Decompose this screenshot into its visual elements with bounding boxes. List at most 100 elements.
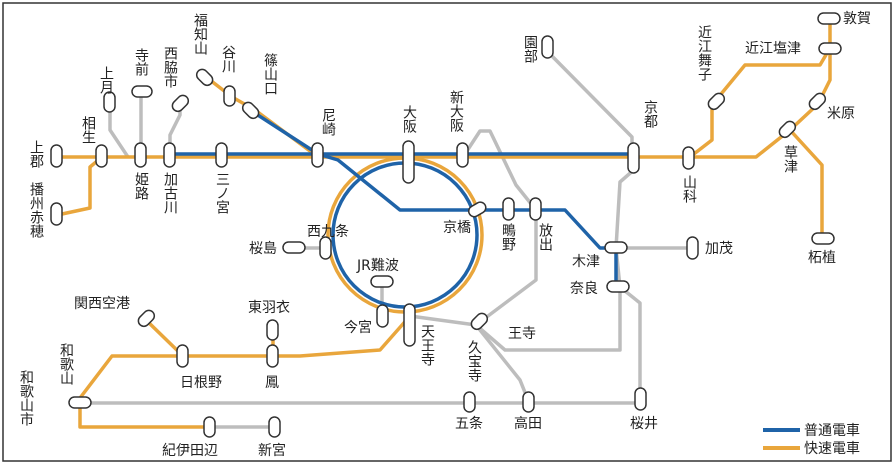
label-teramae: 寺前 — [133, 48, 149, 77]
marker-maibara[interactable] — [807, 91, 828, 112]
station-markers — [50, 12, 842, 438]
line-tennoji-oji — [409, 314, 477, 327]
marker-gojo[interactable] — [463, 391, 476, 413]
label-nara: 奈良 — [570, 281, 598, 297]
marker-tennoji[interactable] — [403, 303, 416, 347]
label-sakurajima: 桜島 — [249, 241, 277, 257]
label-higashi-hagoromo: 東羽衣 — [248, 300, 290, 316]
marker-sakurajima[interactable] — [282, 241, 306, 254]
label-kizu: 木津 — [572, 254, 600, 270]
label-osaka: 大阪 — [401, 105, 417, 133]
label-hanaten: 放出 — [537, 223, 553, 251]
label-omi-shiotsu: 近江塩津 — [745, 41, 801, 57]
label-shin-osaka: 新大阪 — [448, 90, 464, 132]
label-gojo: 五条 — [455, 415, 483, 432]
marker-oji[interactable] — [469, 311, 490, 332]
marker-sonobe[interactable] — [541, 35, 554, 59]
marker-sakurai[interactable] — [634, 387, 647, 411]
label-kyobashi: 京橋 — [443, 220, 471, 236]
marker-kusatsu[interactable] — [777, 119, 798, 140]
line-kusatsu-tsuge — [788, 128, 824, 240]
label-himeji: 姫路 — [133, 172, 149, 200]
label-tsuge: 柘植 — [808, 250, 836, 266]
line-yamashina-omimaiko — [688, 47, 832, 159]
label-kamo: 加茂 — [705, 240, 733, 257]
marker-himeji[interactable] — [134, 142, 147, 168]
station-labels: 敦賀 近江塩津 近江舞子 米原 草津 柘植 山科 京都 園部 新大阪 大阪 尼崎… — [18, 11, 871, 459]
marker-nishikujo[interactable] — [319, 236, 332, 260]
label-yamashina: 山科 — [681, 175, 697, 203]
marker-jr-namba[interactable] — [370, 275, 394, 288]
line-shinosaka-hanaten — [461, 129, 538, 212]
label-tanigawa: 谷川 — [220, 45, 236, 73]
label-omi-maiko: 近江舞子 — [696, 25, 712, 81]
line-yamashina-kusatsu — [690, 128, 792, 159]
label-kyoto: 京都 — [642, 100, 658, 128]
line-kyoto-sonobe — [544, 48, 634, 157]
marker-tanigawa[interactable] — [223, 85, 236, 107]
label-tennoji: 天王寺 — [419, 324, 435, 366]
marker-wakayama[interactable] — [68, 396, 92, 409]
marker-nishiwaki[interactable] — [170, 93, 191, 114]
marker-kamo[interactable] — [686, 236, 699, 260]
label-takada: 高田 — [514, 415, 542, 432]
legend-local-label: 普通電車 — [804, 422, 860, 439]
label-amagasaki: 尼崎 — [320, 108, 336, 136]
label-kansai-airport: 関西空港 — [74, 296, 130, 312]
line-tennoji-hanwa — [78, 314, 412, 400]
marker-fukuchiyama[interactable] — [194, 67, 215, 88]
label-shigino: 鴫野 — [500, 223, 516, 251]
marker-banshu-ako[interactable] — [50, 202, 63, 226]
label-banshu-ako: 播州赤穂 — [28, 182, 44, 238]
line-wakayama-kiitanabe — [78, 403, 210, 429]
marker-nara[interactable] — [606, 280, 630, 293]
marker-yamashina[interactable] — [682, 146, 695, 170]
marker-hineno[interactable] — [176, 344, 189, 368]
line-hanaten-kudaraji — [474, 210, 538, 327]
marker-omi-shiotsu[interactable] — [818, 42, 842, 55]
marker-kamigori[interactable] — [50, 144, 63, 168]
label-sakurai: 桜井 — [630, 416, 658, 432]
marker-shingu[interactable] — [268, 416, 281, 438]
legend: 普通電車 快速電車 — [763, 422, 860, 457]
label-fukuchiyama: 福知山 — [192, 13, 208, 55]
marker-omi-maiko[interactable] — [706, 91, 727, 112]
label-wakayamashi: 和歌山市 — [18, 370, 34, 426]
marker-kyoto[interactable] — [627, 142, 640, 174]
marker-higashi-hagoromo[interactable] — [266, 319, 279, 341]
marker-amagasaki[interactable] — [311, 142, 324, 168]
marker-tsuge[interactable] — [811, 232, 835, 245]
label-sonobe: 園部 — [522, 35, 538, 63]
marker-kozuki[interactable] — [103, 91, 116, 113]
legend-rapid-label: 快速電車 — [804, 440, 860, 457]
label-maibara: 米原 — [827, 106, 855, 122]
marker-shin-osaka[interactable] — [456, 142, 469, 168]
marker-kizu[interactable] — [604, 241, 628, 254]
marker-otori[interactable] — [266, 344, 279, 368]
marker-sasayamaguchi[interactable] — [240, 100, 261, 121]
marker-hanaten[interactable] — [529, 197, 542, 221]
marker-imamiya[interactable] — [376, 304, 389, 328]
marker-sannomiya[interactable] — [215, 142, 228, 168]
local-lines — [170, 108, 632, 309]
marker-tsuruga[interactable] — [817, 12, 841, 25]
marker-takada[interactable] — [522, 391, 535, 413]
label-kakogawa: 加古川 — [162, 172, 178, 214]
label-kii-tanabe: 紀伊田辺 — [162, 443, 218, 459]
marker-aioi[interactable] — [95, 144, 108, 168]
marker-osaka[interactable] — [402, 140, 415, 184]
label-tsuruga: 敦賀 — [843, 11, 871, 27]
marker-kansai-airport[interactable] — [136, 308, 157, 329]
marker-kakogawa[interactable] — [163, 142, 176, 168]
marker-teramae[interactable] — [131, 85, 153, 98]
marker-kyobashi[interactable] — [467, 200, 488, 219]
marker-kii-tanabe[interactable] — [203, 416, 216, 438]
label-nishikujo: 西九条 — [307, 223, 349, 240]
label-otori: 鳳 — [265, 375, 279, 391]
marker-shigino[interactable] — [502, 197, 515, 221]
label-kudaraji: 久宝寺 — [466, 340, 482, 382]
label-nishiwaki: 西脇市 — [162, 46, 178, 88]
line-nara-sakurai — [618, 285, 642, 400]
label-kamigori: 上郡 — [28, 140, 44, 168]
